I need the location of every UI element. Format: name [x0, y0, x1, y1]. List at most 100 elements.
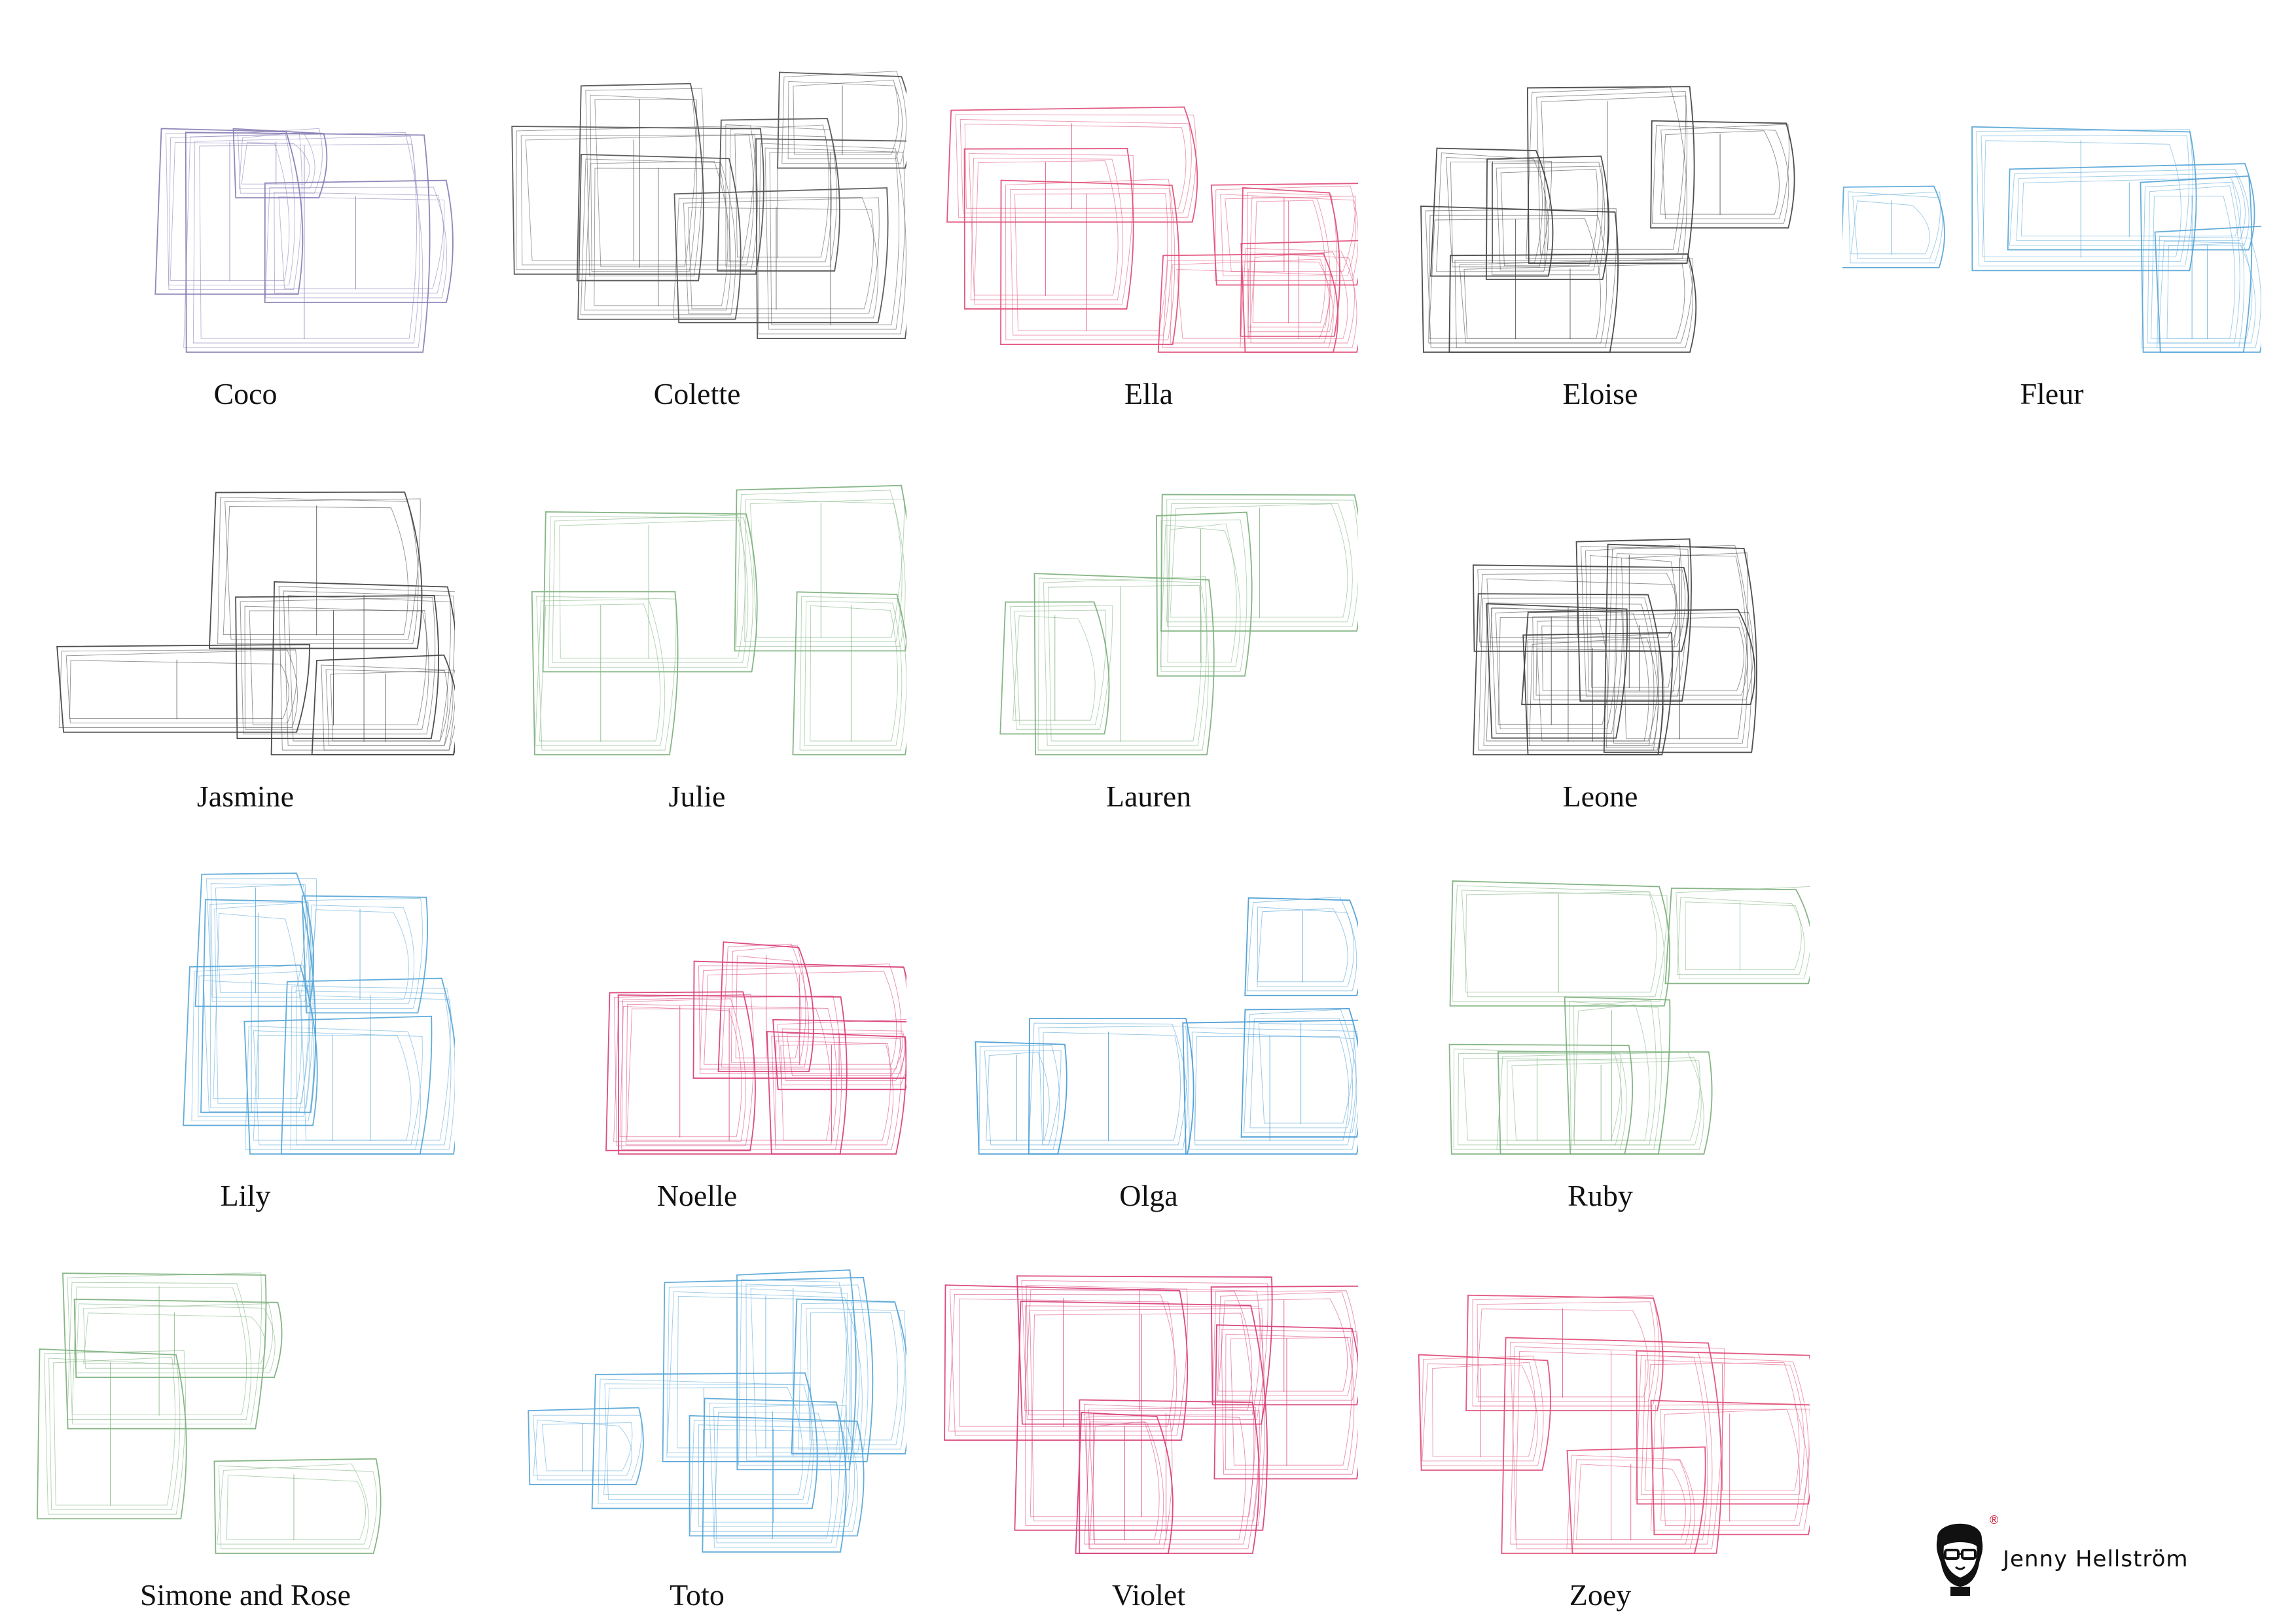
- pattern-piece-outline: [1541, 96, 1687, 250]
- pattern-piece-outline: [1240, 240, 1358, 353]
- pattern-piece-outline: [1500, 169, 1598, 266]
- pattern-piece-outline: [944, 1284, 1189, 1441]
- pattern-thumbnail[interactable]: [939, 1267, 1358, 1555]
- pattern-piece-outline: [241, 142, 310, 185]
- pattern-piece-outline: [1650, 1399, 1810, 1536]
- pattern-piece-outline: [948, 1293, 1177, 1432]
- pattern-piece-outline: [1479, 573, 1678, 643]
- pattern-piece-outline: [245, 1026, 421, 1150]
- pattern-piece-outline: [738, 1279, 851, 1466]
- pattern-piece-outline: [1454, 259, 1693, 348]
- pattern-card[interactable]: Leone: [1391, 468, 1810, 813]
- pattern-piece-outline: [764, 147, 906, 330]
- pattern-piece-outline: [1453, 1049, 1627, 1150]
- pattern-piece-outline: [590, 94, 697, 272]
- pattern-name: Julie: [668, 780, 726, 813]
- pattern-thumbnail[interactable]: [36, 65, 455, 353]
- pattern-thumbnail[interactable]: [939, 65, 1358, 353]
- pattern-piece-outline: [687, 207, 874, 310]
- pattern-thumbnail[interactable]: [36, 1267, 455, 1555]
- pattern-thumbnail[interactable]: [488, 65, 906, 353]
- pattern-thumbnail[interactable]: [939, 468, 1358, 756]
- pattern-piece-outline: [704, 971, 897, 1065]
- pattern-piece-outline: [1462, 1058, 1622, 1141]
- pattern-card[interactable]: Olga: [939, 867, 1358, 1212]
- pattern-thumbnail[interactable]: [1842, 65, 2261, 353]
- pattern-card[interactable]: Lily: [36, 867, 455, 1212]
- pattern-piece-outline: [1016, 1275, 1273, 1425]
- pattern-piece-outline: [67, 1272, 262, 1425]
- pattern-piece-outline: [548, 516, 753, 668]
- pattern-thumbnail[interactable]: [488, 1267, 906, 1555]
- pattern-card[interactable]: Toto: [488, 1267, 906, 1612]
- pattern-card[interactable]: Ella: [939, 65, 1358, 410]
- pattern-card[interactable]: Eloise: [1391, 65, 1810, 410]
- pattern-card[interactable]: Ruby: [1391, 867, 1810, 1212]
- pattern-piece-outline: [603, 1386, 804, 1495]
- pattern-piece-outline: [1249, 1018, 1353, 1128]
- pattern-card[interactable]: Fleur: [1842, 65, 2261, 410]
- pattern-card[interactable]: Julie: [488, 468, 906, 813]
- pattern-piece-outline: [209, 901, 314, 1108]
- pattern-card[interactable]: Zoey: [1391, 1267, 1810, 1612]
- pattern-piece-outline: [36, 1348, 187, 1520]
- pattern-card[interactable]: Lauren: [939, 468, 1358, 813]
- pattern-piece-outline: [955, 115, 1196, 218]
- pattern-piece-outline: [1660, 1409, 1810, 1526]
- pattern-piece-outline: [1428, 215, 1607, 344]
- pattern-piece-outline: [750, 498, 905, 638]
- pattern-name: Zoey: [1569, 1578, 1632, 1612]
- pattern-piece-outline: [1486, 578, 1677, 638]
- pattern-card[interactable]: Noelle: [488, 867, 906, 1212]
- pattern-piece-outline: [750, 1288, 848, 1456]
- pattern-piece-outline: [1249, 252, 1355, 344]
- pattern-piece-outline: [1088, 1407, 1256, 1545]
- pattern-piece-outline: [1187, 1027, 1358, 1150]
- pattern-piece-outline: [1569, 1001, 1662, 1150]
- pattern-thumbnail[interactable]: [1391, 867, 1810, 1155]
- pattern-piece-outline: [1510, 1341, 1725, 1549]
- pattern-thumbnail[interactable]: [1391, 468, 1810, 756]
- pattern-piece-outline: [781, 1028, 905, 1081]
- pattern-piece-outline: [321, 664, 455, 751]
- pattern-thumbnail[interactable]: [939, 867, 1358, 1155]
- pattern-piece-outline: [1182, 1019, 1358, 1155]
- pattern-piece-outline: [1090, 1421, 1160, 1540]
- pattern-piece-outline: [1848, 191, 1943, 264]
- pattern-piece-outline: [745, 1284, 848, 1461]
- pattern-piece-outline: [1024, 1289, 1253, 1411]
- pattern-piece-outline: [786, 1033, 903, 1076]
- pattern-card[interactable]: Violet: [939, 1267, 1358, 1612]
- pattern-piece-outline: [721, 943, 810, 1068]
- pattern-thumbnail[interactable]: [1391, 1267, 1810, 1555]
- pattern-thumbnail[interactable]: [36, 468, 455, 756]
- pattern-piece-outline: [270, 581, 455, 755]
- pattern-card[interactable]: Simone and Rose: [36, 1267, 455, 1612]
- pattern-piece-outline: [1573, 1004, 1650, 1141]
- pattern-piece-outline: [594, 168, 728, 306]
- pattern-piece-outline: [214, 902, 311, 1104]
- pattern-piece-outline: [168, 134, 295, 285]
- pattern-thumbnail[interactable]: [488, 468, 906, 756]
- pattern-name: Eloise: [1562, 377, 1638, 410]
- brand-name: Jenny Hellström: [2003, 1546, 2189, 1572]
- pattern-piece-outline: [542, 511, 758, 673]
- pattern-piece-outline: [1472, 564, 1690, 652]
- pattern-piece-outline: [777, 71, 906, 169]
- pattern-card[interactable]: Jasmine: [36, 468, 455, 813]
- pattern-thumbnail[interactable]: [1391, 65, 1810, 353]
- pattern-piece-outline: [1529, 638, 1659, 746]
- pattern-piece-outline: [308, 905, 415, 1004]
- pattern-card[interactable]: Coco: [36, 65, 455, 410]
- pattern-piece-outline: [215, 884, 306, 993]
- pattern-piece-outline: [1075, 1411, 1174, 1554]
- pattern-piece-outline: [666, 1284, 869, 1458]
- pattern-thumbnail[interactable]: [488, 867, 906, 1155]
- pattern-piece-outline: [183, 964, 318, 1127]
- pattern-piece-outline: [2154, 225, 2261, 353]
- pattern-card[interactable]: Colette: [488, 65, 906, 410]
- pattern-piece-outline: [278, 586, 455, 751]
- pattern-piece-outline: [191, 964, 314, 1121]
- pattern-piece-outline: [2140, 175, 2253, 353]
- pattern-thumbnail[interactable]: [36, 867, 455, 1155]
